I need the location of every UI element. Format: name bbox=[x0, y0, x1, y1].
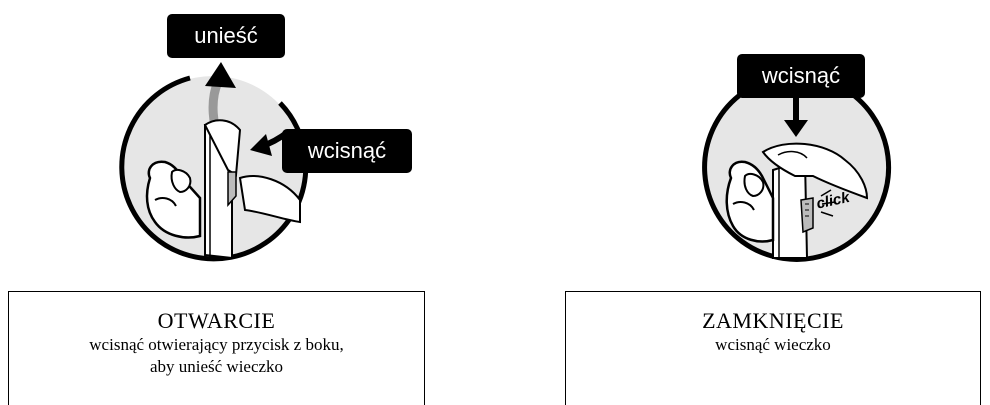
open-description-line1: wcisnąć otwierający przycisk z boku, bbox=[89, 335, 344, 354]
close-title: ZAMKNIĘCIE bbox=[702, 308, 844, 333]
close-caption-box: ZAMKNIĘCIE wcisnąć wieczko bbox=[565, 291, 981, 405]
close-press-label: wcisnąć bbox=[737, 54, 865, 98]
open-hand-fold bbox=[154, 197, 177, 207]
close-hand-fold bbox=[732, 201, 755, 211]
open-title: OTWARCIE bbox=[157, 308, 276, 333]
close-button-grip bbox=[805, 203, 809, 217]
lift-arrow-head-icon bbox=[205, 62, 236, 88]
close-description-line1: wcisnąć wieczko bbox=[715, 335, 831, 354]
open-description-line2: aby unieść wieczko bbox=[149, 357, 284, 376]
open-press-label: wcisnąć bbox=[282, 129, 412, 173]
close-panel: click wcisnąć ZAMKNIĘCIE wcisnąć wieczko bbox=[495, 0, 990, 405]
click-text: click bbox=[815, 189, 852, 213]
close-side-button bbox=[800, 197, 814, 234]
close-thumb bbox=[743, 173, 765, 198]
open-hand bbox=[145, 160, 202, 239]
open-illustration bbox=[119, 62, 309, 262]
open-side-button bbox=[227, 171, 237, 207]
open-finger-right bbox=[238, 175, 301, 224]
lift-label: unieść bbox=[167, 14, 285, 58]
click-motion-lines bbox=[820, 189, 836, 217]
close-fingernail bbox=[777, 150, 808, 159]
open-device-lid bbox=[203, 119, 242, 177]
open-caption-box: OTWARCIE wcisnąć otwierający przycisk z … bbox=[8, 291, 425, 405]
open-thumb bbox=[170, 169, 192, 194]
press-arrow-head-icon bbox=[250, 134, 272, 156]
close-finger bbox=[761, 142, 869, 200]
open-panel: unieść wcisnąć OTWARCIE wcisnąć otwieraj… bbox=[8, 14, 425, 405]
close-illustration: click bbox=[702, 75, 892, 262]
close-press-arrow-head-icon bbox=[784, 120, 808, 137]
